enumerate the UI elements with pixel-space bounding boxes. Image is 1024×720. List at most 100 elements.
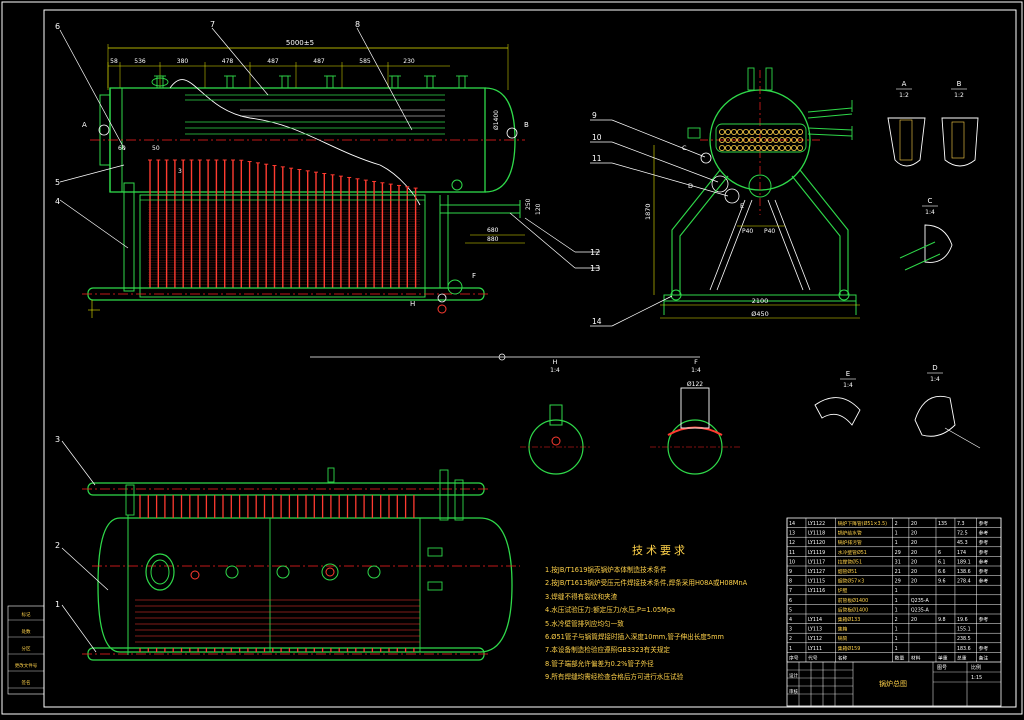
chain-dim: 58: [110, 58, 118, 65]
title-block-name: 锅炉总图: [879, 679, 907, 688]
svg-text:Ø122: Ø122: [687, 381, 703, 388]
parts-cell: 8: [789, 579, 792, 585]
svg-text:1:4: 1:4: [843, 382, 853, 389]
parts-cell: 20: [911, 559, 917, 565]
parts-header-cell: 备注: [979, 654, 989, 661]
parts-cell: 烟管Ø57×3: [838, 578, 865, 585]
parts-cell: 6: [789, 598, 792, 604]
mark-H: H: [410, 300, 415, 308]
tech-note-4: 4.水压试验压力:额定压力/水压,P=1.05Mpa: [545, 606, 676, 615]
parts-cell: 2: [789, 636, 792, 642]
parts-cell: LY1119: [808, 550, 825, 556]
parts-cell: Q235-A: [911, 607, 930, 613]
parts-cell: 前管板Ø1400: [838, 597, 868, 604]
parts-cell: 5: [789, 607, 792, 613]
parts-cell: 参考: [979, 578, 989, 585]
parts-cell: LY1117: [808, 559, 825, 565]
callout-8: 8: [355, 20, 360, 29]
dim-680: 680: [487, 227, 499, 234]
parts-cell: 9.8: [938, 617, 946, 623]
section-E-detail: E 1:4: [814, 370, 861, 426]
parts-header-cell: 单重: [938, 654, 948, 661]
revision-label: 更改文件号: [15, 662, 38, 669]
dim-120: 120: [535, 203, 542, 215]
chain-dim: 478: [222, 58, 234, 65]
parts-header-cell: 序号: [789, 654, 799, 661]
parts-cell: 9: [789, 569, 792, 575]
parts-cell: 1: [895, 646, 898, 652]
overall-length-dim: 5000±5: [286, 39, 314, 47]
callout-9: 9: [592, 111, 597, 120]
parts-cell: 1: [895, 540, 898, 546]
revision-label: 分区: [22, 645, 31, 652]
dim-2100: 2100: [752, 297, 769, 305]
parts-cell: 155.1: [957, 627, 971, 633]
title-block-check: 审核: [789, 688, 798, 695]
parts-cell: 烟管Ø51: [838, 568, 857, 575]
parts-cell: LY1127: [808, 569, 825, 575]
chain-dim: 536: [134, 58, 146, 65]
parts-cell: 7: [789, 588, 792, 594]
boiler-plan-view: 3 2 1: [55, 435, 520, 661]
title-block-scale-label: 比例: [971, 664, 981, 671]
mark-B: B: [524, 121, 529, 129]
parts-cell: 20: [911, 540, 917, 546]
parts-cell: 20: [911, 550, 917, 556]
svg-text:1:2: 1:2: [899, 92, 909, 99]
parts-cell: 1: [895, 636, 898, 642]
parts-header-cell: 代号: [808, 654, 818, 661]
tech-notes-title: 技术要求: [632, 544, 688, 557]
parts-cell: 10: [789, 559, 795, 565]
dim-p40-a: P40: [742, 228, 753, 235]
callout-5: 5: [55, 178, 60, 187]
tech-note-8: 8.管子端部允许偏差为0.2%管子外径: [545, 659, 654, 668]
parts-cell: LY1116: [808, 588, 825, 594]
parts-cell: 1: [789, 646, 792, 652]
parts-cell: 278.4: [957, 579, 971, 585]
svg-text:C: C: [928, 197, 933, 205]
end-mark-D: D: [688, 182, 693, 190]
parts-cell: LY1120: [808, 540, 825, 546]
callout-10: 10: [592, 133, 602, 142]
parts-cell: 2: [895, 617, 898, 623]
parts-cell: 238.5: [957, 636, 971, 642]
parts-header-cell: 总重: [957, 654, 967, 661]
dim-880: 880: [487, 236, 499, 243]
parts-cell: 29: [895, 579, 901, 585]
parts-cell: 6.1: [938, 559, 946, 565]
callout-6: 6: [55, 22, 60, 31]
parts-cell: 1: [895, 588, 898, 594]
parts-header-cell: 数量: [895, 654, 905, 661]
section-H-label: H: [553, 358, 558, 366]
parts-cell: 31: [895, 559, 901, 565]
parts-header-cell: 名称: [838, 654, 848, 661]
svg-text:B: B: [957, 80, 962, 88]
section-F-scale: 1:4: [691, 367, 701, 374]
parts-cell: 参考: [979, 568, 989, 575]
parts-header-cell: 材料: [911, 654, 921, 661]
callout-2: 2: [55, 541, 60, 550]
parts-cell: LY1115: [808, 579, 825, 585]
tech-note-5: 5.水冷壁管排列应均匀一致: [545, 619, 624, 628]
parts-cell: 拉撑管Ø51: [838, 558, 862, 565]
tech-note-1: 1.按JB/T1619锅壳锅炉本体制造技术条件: [545, 566, 667, 574]
parts-cell: 20: [911, 569, 917, 575]
parts-cell: 参考: [979, 616, 989, 623]
parts-cell: Q235-A: [911, 598, 930, 604]
parts-cell: 1: [895, 607, 898, 613]
callout-11: 11: [592, 154, 602, 163]
callout-13: 13: [590, 264, 600, 273]
mark-F: F: [472, 272, 476, 280]
parts-cell: 72.5: [957, 531, 968, 537]
parts-cell: LY114: [808, 617, 822, 623]
parts-cell: 45.3: [957, 540, 968, 546]
parts-cell: 183.6: [957, 646, 971, 652]
parts-cell: 20: [911, 579, 917, 585]
parts-cell: 锅炉下降管(Ø51×3.5): [838, 520, 887, 527]
section-A-detail: A 1:2: [887, 80, 926, 167]
parts-cell: 3: [789, 627, 792, 633]
parts-cell: 炉胆: [838, 587, 848, 594]
